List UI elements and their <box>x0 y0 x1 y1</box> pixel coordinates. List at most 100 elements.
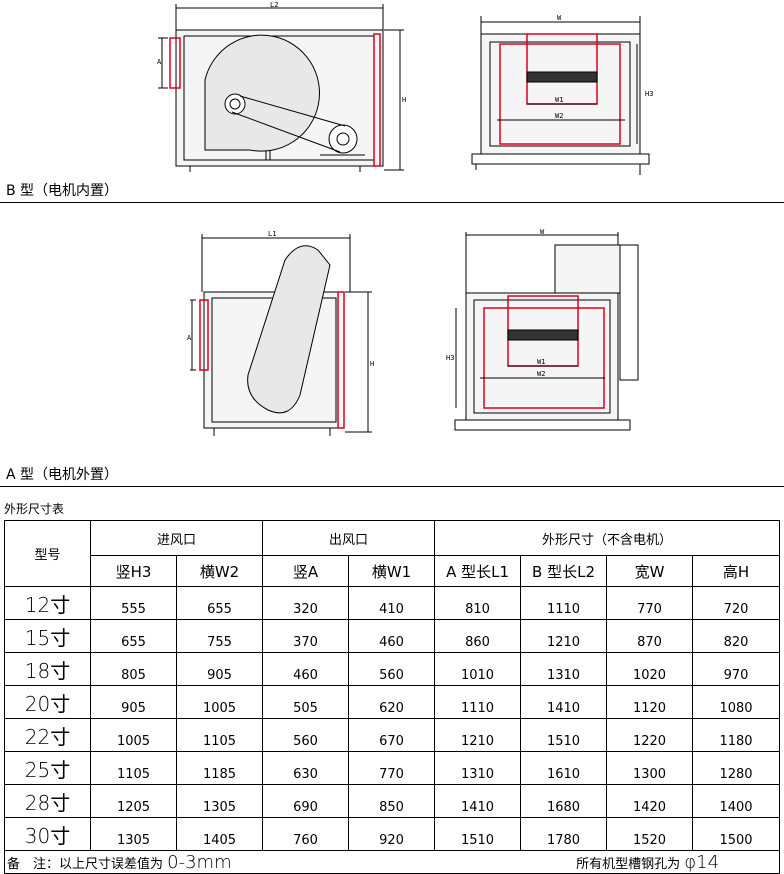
value-cell: 970 <box>692 652 781 686</box>
value-cell: 1120 <box>606 685 694 719</box>
value-cell: 1280 <box>692 751 781 785</box>
model-cell: 30寸 <box>4 817 91 851</box>
value-cell: 1210 <box>434 718 522 752</box>
value-cell: 655 <box>90 619 177 653</box>
value-cell: 720 <box>692 586 781 620</box>
divider-bottom <box>0 486 784 487</box>
value-cell: 1080 <box>692 685 781 719</box>
value-cell: 770 <box>606 586 694 620</box>
value-cell: 460 <box>262 652 350 686</box>
value-cell: 1005 <box>175 685 264 719</box>
value-cell: 850 <box>348 784 436 818</box>
value-cell: 810 <box>434 586 522 620</box>
value-cell: 1410 <box>434 784 522 818</box>
value-cell: 1400 <box>692 784 781 818</box>
dim-w2-label-top: W2 <box>555 112 563 120</box>
dim-h3-label-top: H3 <box>645 90 653 98</box>
note-label: 备 注：以上尺寸误差值为 <box>7 856 164 872</box>
model-cell: 28寸 <box>4 784 91 818</box>
value-cell: 655 <box>175 586 264 620</box>
value-cell: 1110 <box>520 586 608 620</box>
value-cell: 1610 <box>520 751 608 785</box>
technical-drawings: L2 A H W W1 W2 H3 L1 A H W W1 W2 H3 <box>157 1 653 436</box>
value-cell: 1180 <box>692 718 781 752</box>
dim-w-label-bottom: W <box>540 228 545 236</box>
dim-w1-label-top: W1 <box>555 96 563 104</box>
divider-top <box>0 202 784 203</box>
sub-header: 高H <box>692 555 781 587</box>
table-note: 备 注：以上尺寸误差值为 0-3mm 所有机型槽钢孔为 φ14 <box>3 850 781 874</box>
value-cell: 320 <box>262 586 350 620</box>
value-cell: 1420 <box>606 784 694 818</box>
value-cell: 1020 <box>606 652 694 686</box>
value-cell: 1105 <box>90 751 177 785</box>
hole-value: φ14 <box>684 851 720 873</box>
value-cell: 620 <box>348 685 436 719</box>
value-cell: 560 <box>348 652 436 686</box>
type-b-side-view <box>158 4 404 172</box>
value-cell: 410 <box>348 586 436 620</box>
value-cell: 1680 <box>520 784 608 818</box>
note-value: 0-3mm <box>167 851 232 873</box>
dim-a-label-top: A <box>157 58 162 66</box>
value-cell: 1410 <box>520 685 608 719</box>
dim-a-label-bottom: A <box>187 334 192 342</box>
dim-h-label-bottom: H <box>370 360 374 368</box>
value-cell: 1205 <box>90 784 177 818</box>
sub-header: B 型长L2 <box>520 555 608 587</box>
sub-header: 竖A <box>262 555 350 587</box>
value-cell: 905 <box>175 652 264 686</box>
dimension-table: 型号 进风口 出风口 外形尺寸（不含电机） 竖H3 横W2 竖A 横W1 A 型… <box>3 520 781 874</box>
value-cell: 920 <box>348 817 436 851</box>
model-cell: 12寸 <box>4 586 91 620</box>
value-cell: 370 <box>262 619 350 653</box>
model-cell: 22寸 <box>4 718 91 752</box>
value-cell: 670 <box>348 718 436 752</box>
value-cell: 1310 <box>520 652 608 686</box>
value-cell: 1510 <box>434 817 522 851</box>
header-model: 型号 <box>4 520 91 587</box>
dim-w1-label-bottom: W1 <box>537 358 545 366</box>
header-inlet: 进风口 <box>89 520 264 556</box>
sub-header: A 型长L1 <box>434 555 522 587</box>
type-a-side-view <box>190 234 372 436</box>
value-cell: 820 <box>692 619 781 653</box>
value-cell: 1405 <box>175 817 264 851</box>
value-cell: 860 <box>434 619 522 653</box>
value-cell: 1185 <box>175 751 264 785</box>
dim-w-label-top: W <box>557 14 562 22</box>
value-cell: 1305 <box>90 817 177 851</box>
value-cell: 1210 <box>520 619 608 653</box>
type-b-caption: B 型（电机内置） <box>6 183 119 199</box>
model-cell: 20寸 <box>4 685 91 719</box>
header-outlet: 出风口 <box>262 520 436 556</box>
value-cell: 1310 <box>434 751 522 785</box>
sub-header: 竖H3 <box>90 555 177 587</box>
sub-header: 宽W <box>606 555 694 587</box>
value-cell: 755 <box>175 619 264 653</box>
header-outer: 外形尺寸（不含电机） <box>434 520 781 556</box>
model-cell: 15寸 <box>4 619 91 653</box>
value-cell: 690 <box>262 784 350 818</box>
dim-l1-label-bottom: L1 <box>268 230 276 238</box>
value-cell: 1500 <box>692 817 781 851</box>
value-cell: 1780 <box>520 817 608 851</box>
value-cell: 505 <box>262 685 350 719</box>
type-b-front-view <box>471 16 650 175</box>
value-cell: 1005 <box>90 718 177 752</box>
value-cell: 555 <box>90 586 177 620</box>
value-cell: 1300 <box>606 751 694 785</box>
value-cell: 460 <box>348 619 436 653</box>
dim-l2-label: L2 <box>270 1 278 9</box>
value-cell: 905 <box>90 685 177 719</box>
value-cell: 1305 <box>175 784 264 818</box>
type-a-caption: A 型（电机外置） <box>6 467 119 483</box>
model-cell: 18寸 <box>4 652 91 686</box>
sub-header: 横W2 <box>175 555 264 587</box>
